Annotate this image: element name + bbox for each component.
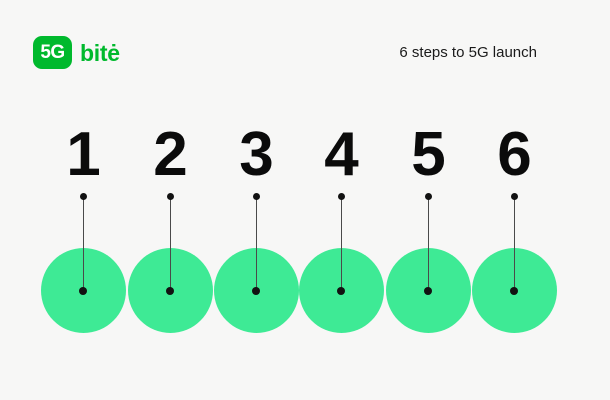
step-dot-bottom [337,287,345,295]
step-number-label: 6 [497,120,531,189]
step-connector-line [340,197,342,291]
step-dot-bottom [424,287,432,295]
step-dot-bottom [79,287,87,295]
step-connector-line [82,197,84,291]
step-dot-top [424,193,432,200]
step-dot-bottom [510,287,518,295]
step-connector-line [513,197,515,291]
header-caption: 6 steps to 5G launch [399,44,537,61]
step-dot-bottom [252,287,260,295]
step-dot-top [337,193,345,200]
step-dot-top [79,193,87,200]
step-connector-line [169,197,171,291]
step-connector-line [255,197,257,291]
step-number-label: 3 [239,120,273,189]
step-dot-top [510,193,518,200]
step-dot-top [252,193,260,200]
step-number-label: 1 [66,120,100,189]
step-number-label: 4 [324,120,358,189]
step-number-label: 5 [411,120,445,189]
logo-badge-5g: 5G [33,35,72,69]
logo-wordmark: bitė [80,39,120,66]
brand-logo[interactable]: 5G bitė [33,35,120,69]
logo-badge-label: 5G [40,41,65,63]
step-number-label: 2 [153,120,187,189]
step-dot-top [166,193,174,200]
step-dot-bottom [166,287,174,295]
step-connector-line [427,197,429,291]
